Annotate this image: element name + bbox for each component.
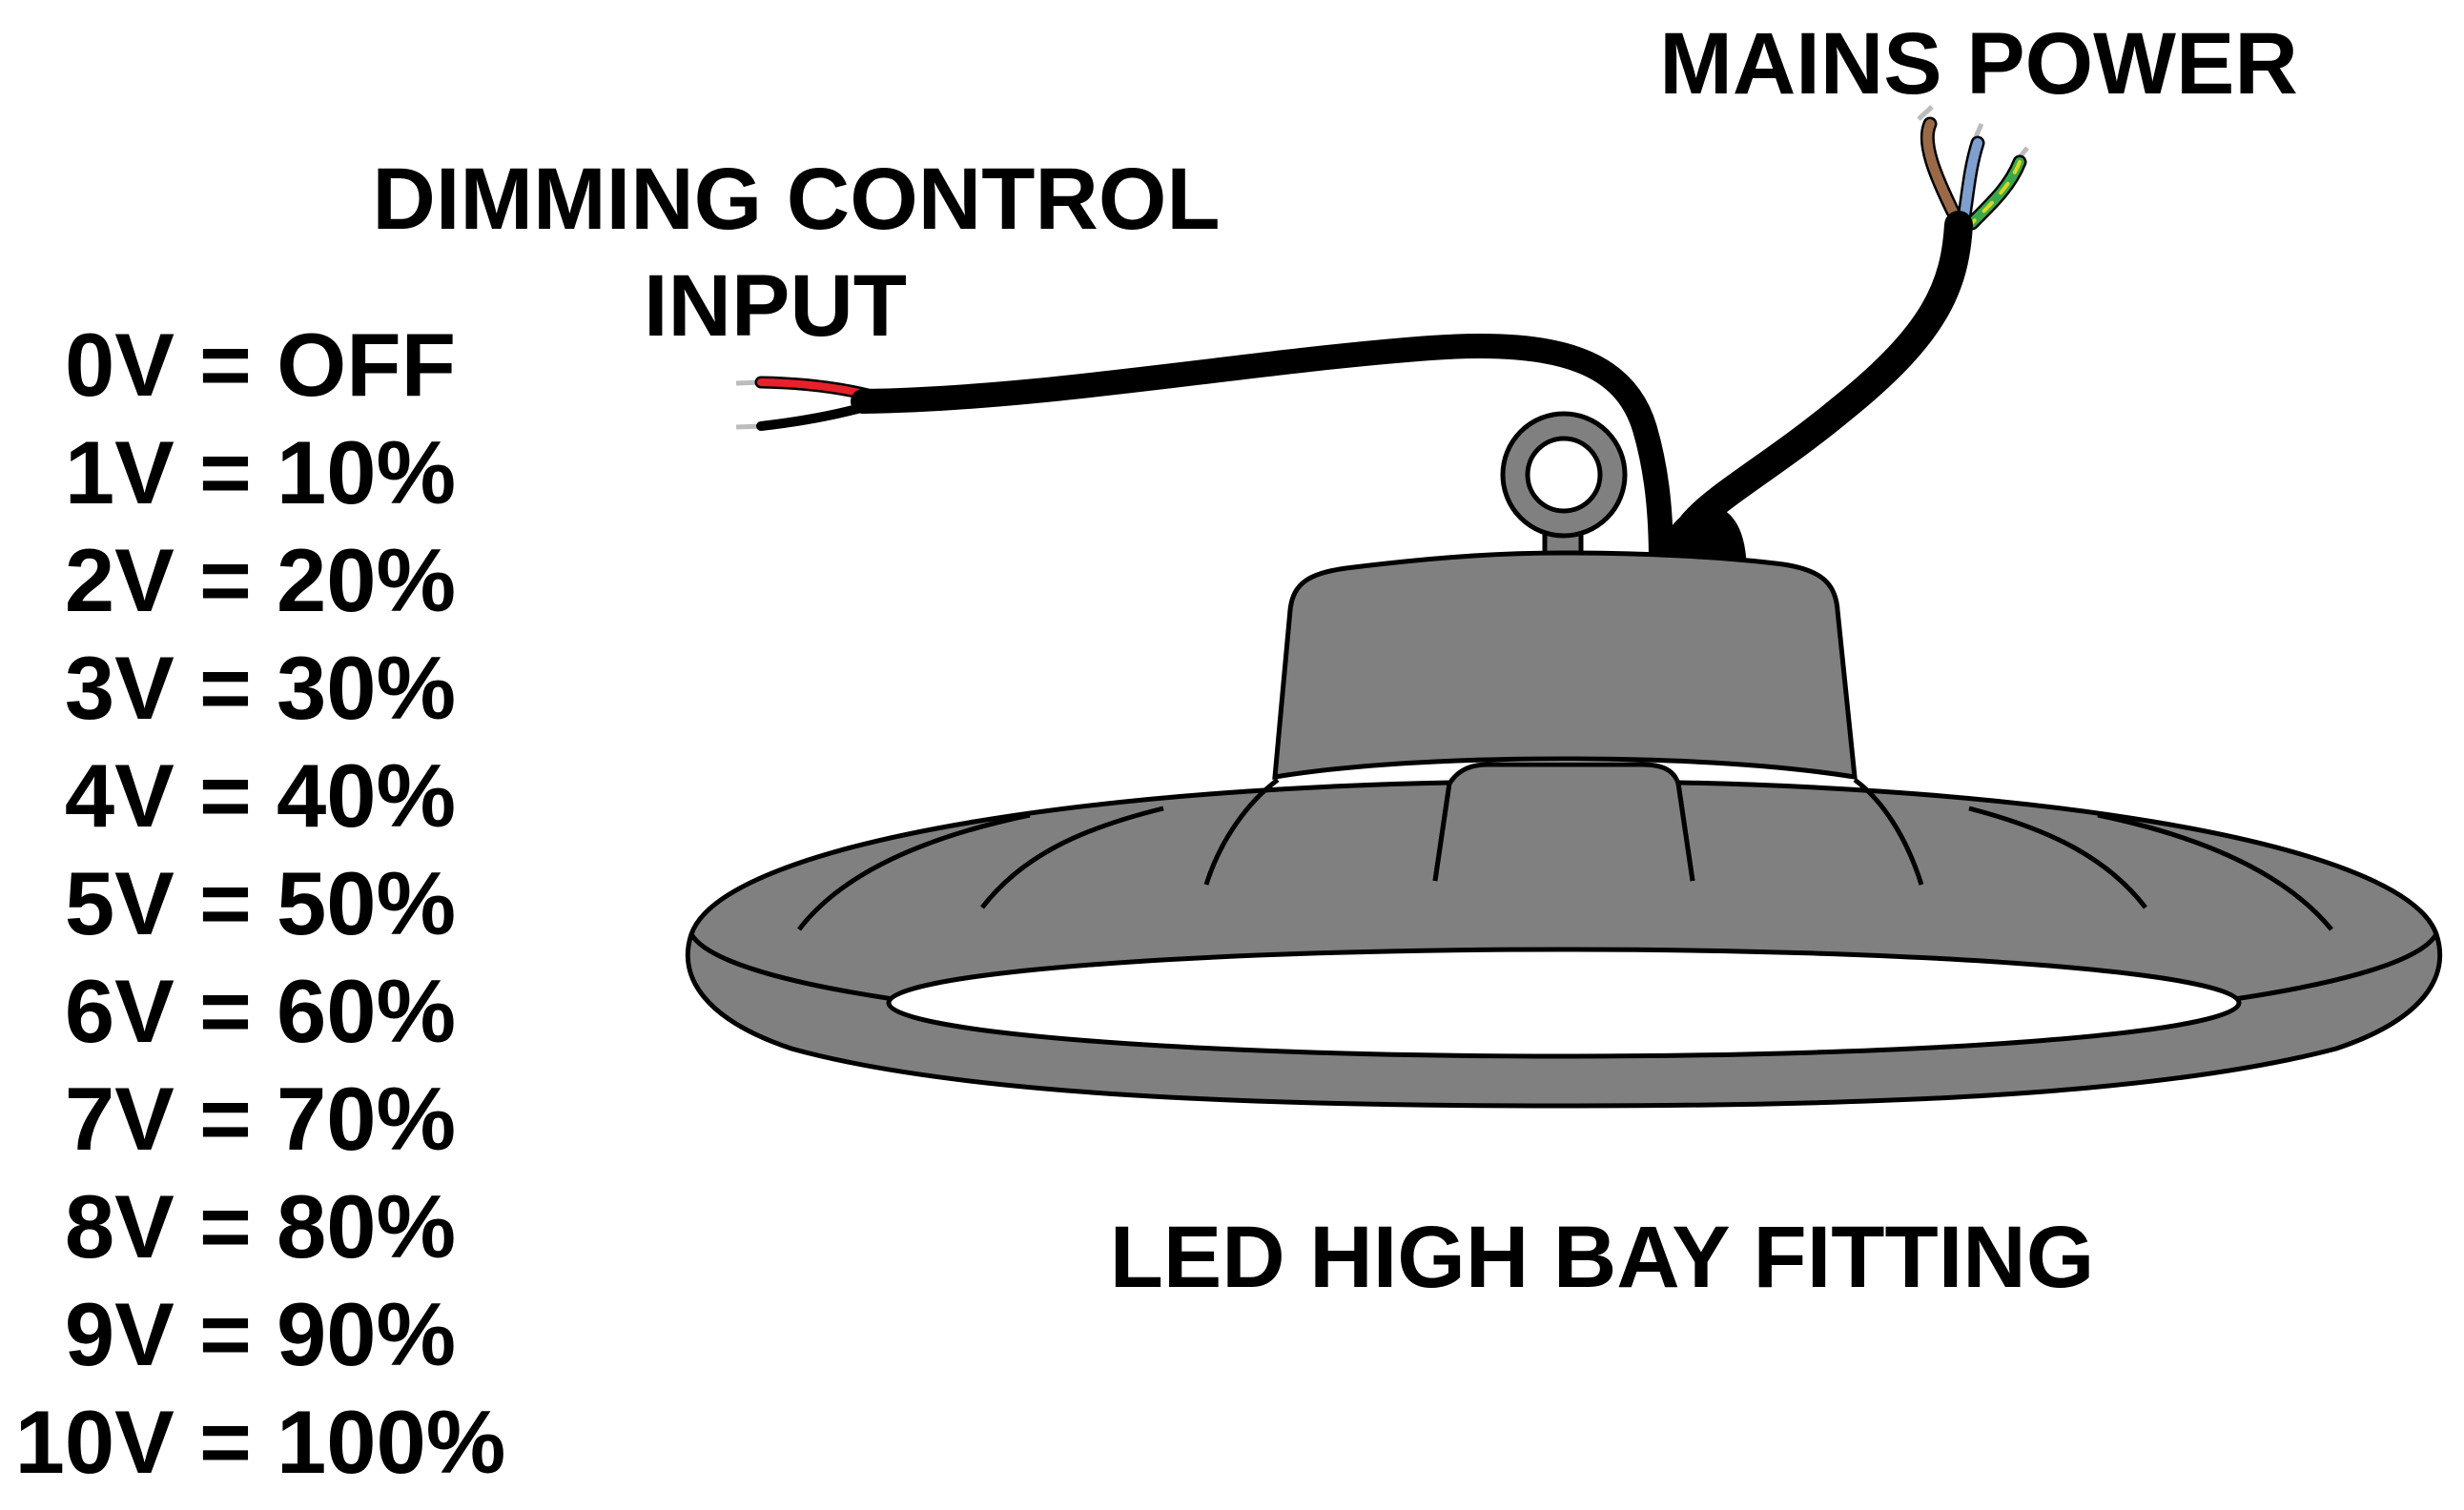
mains-power-label: MAINS POWER xyxy=(1659,15,2298,112)
led-high-bay-fitting xyxy=(685,550,2443,1109)
center-band xyxy=(1432,762,1695,882)
live-wire-color xyxy=(1922,119,1958,216)
dimming-scale-row: 4V = 40% xyxy=(65,745,456,846)
dimming-scale-row: 1V = 10% xyxy=(65,422,456,522)
live-wire-tip xyxy=(1917,105,1934,121)
driver-housing xyxy=(1272,550,1858,780)
dimming-scale-row: 3V = 30% xyxy=(65,638,456,738)
dimming-control-cable xyxy=(735,334,1673,575)
dimming-scale-row: 9V = 90% xyxy=(65,1284,456,1384)
dimming-scale-list: 0V = OFF 1V = 10% 2V = 20% 3V = 30% 4V =… xyxy=(15,315,506,1492)
dimming-scale-row: 6V = 60% xyxy=(65,961,456,1061)
dimming-scale-row: 10V = 100% xyxy=(15,1392,506,1492)
dimming-scale-row: 8V = 80% xyxy=(65,1176,456,1276)
led-panel xyxy=(886,947,2242,1059)
dim-cable-sheath xyxy=(851,334,1673,575)
dim-wire-negative xyxy=(756,401,873,431)
neutral-wire-color xyxy=(1960,138,1982,220)
earth-wire-color xyxy=(1967,157,2024,228)
suspension-eyelet xyxy=(1500,411,1628,567)
dimming-scale-row: 0V = OFF xyxy=(65,315,456,415)
fitting-label: LED HIGH BAY FITTING xyxy=(1110,1209,2095,1306)
mains-cable-sheath xyxy=(1678,211,1973,539)
dimming-scale-row: 5V = 50% xyxy=(65,853,456,953)
dimming-control-label-line1: DIMMING CONTROL xyxy=(372,151,1220,248)
mains-power-cable xyxy=(1657,105,2029,564)
earth-wire-stripe xyxy=(1970,160,2022,225)
cable-gland xyxy=(1657,505,1747,564)
dimming-scale-row: 7V = 70% xyxy=(65,1069,456,1169)
dimming-control-label-line2: INPUT xyxy=(644,257,907,355)
dimming-scale-row: 2V = 20% xyxy=(65,530,456,630)
